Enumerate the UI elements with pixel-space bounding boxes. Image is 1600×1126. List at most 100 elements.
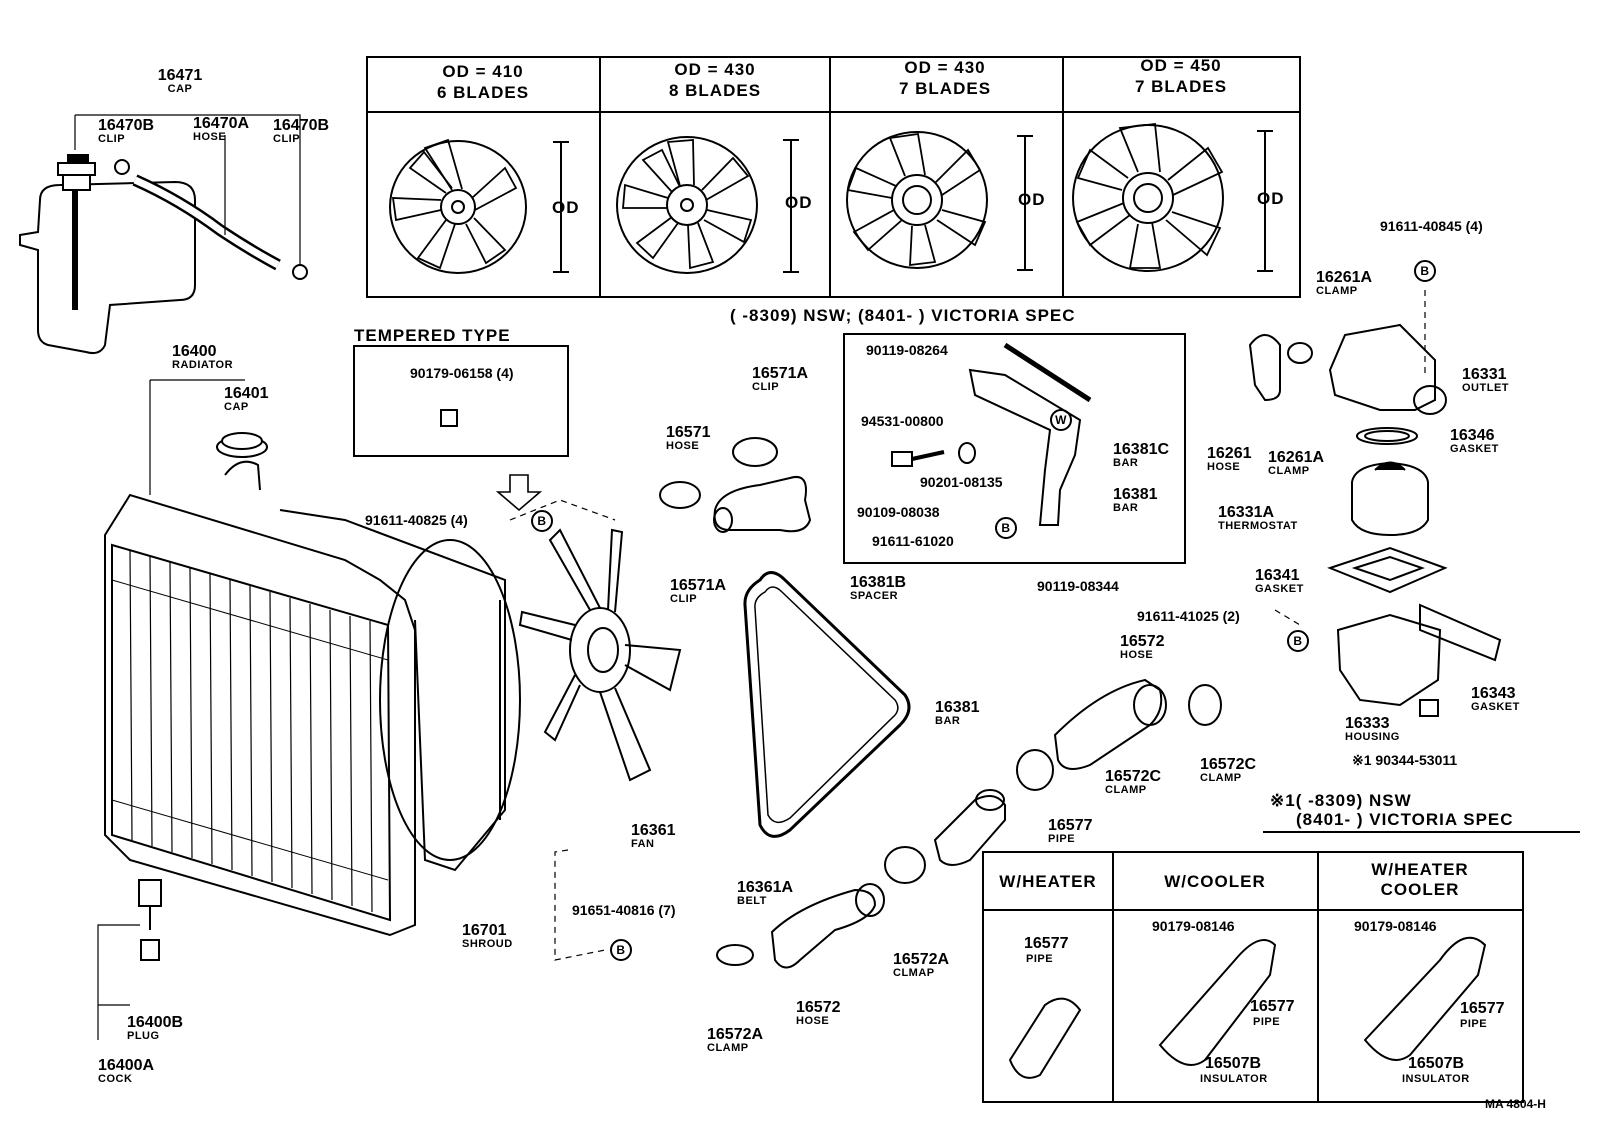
option-part: 16577	[1024, 935, 1069, 952]
option-part-name: PIPE	[1460, 1018, 1488, 1030]
option-insulator: 16507B	[1408, 1055, 1465, 1072]
part-label-94531-00800: 94531-00800	[861, 413, 944, 429]
fan-option-blades: 7 BLADES	[898, 79, 992, 98]
od-dimension: OD	[785, 193, 813, 212]
option-nut: 90179-08146	[1354, 918, 1437, 934]
option-insulator-name: INSULATOR	[1200, 1073, 1268, 1085]
fan-7-blades-drawing	[846, 131, 1033, 271]
options-header-heater: W/HEATER	[999, 872, 1097, 891]
fan-option-table	[366, 56, 1301, 298]
part-label-90344-53011: ※1 90344-53011	[1352, 752, 1458, 768]
belt-drawing	[743, 571, 911, 838]
option-insulator-name: INSULATOR	[1402, 1073, 1470, 1085]
option-part: 16577	[1460, 1000, 1505, 1017]
part-label-91611-40825: 91611-40825 (4)	[365, 512, 468, 528]
spec-title: ( -8309) NSW; (8401- ) VICTORIA SPEC	[730, 306, 1076, 325]
bolt-ref-letter: B	[1001, 521, 1011, 535]
callout-lines	[74, 114, 1426, 1040]
part-label-91611-40845: 91611-40845 (4)	[1380, 218, 1483, 234]
tempered-title: TEMPERED TYPE	[354, 326, 511, 345]
part-label-90119-08344: 90119-08344	[1037, 578, 1119, 594]
fan-8-blades-drawing	[616, 136, 799, 274]
options-table	[982, 831, 1580, 1103]
reservoir-tank-drawing	[19, 154, 308, 355]
part-label-91611-41025: 91611-41025 (2)	[1137, 608, 1240, 624]
fan-option-blades: 8 BLADES	[668, 81, 762, 100]
fan-option-od: OD = 450	[1140, 56, 1222, 75]
part-label-91611-61020: 91611-61020	[872, 533, 954, 549]
spec-box	[843, 333, 1186, 564]
lower-hoses-drawing	[716, 678, 1222, 969]
bolt-ref-letter: B	[537, 514, 547, 528]
option-insulator: 16507B	[1205, 1055, 1262, 1072]
shroud-drawing	[279, 509, 521, 872]
option-part-name: PIPE	[1026, 953, 1054, 965]
fan-option-od: OD = 430	[904, 58, 986, 77]
part-label-91651-40816: 91651-40816 (7)	[572, 902, 676, 918]
options-header-cooler: W/COOLER	[1164, 872, 1266, 891]
diagram-code: MA 4804-H	[1485, 1097, 1546, 1111]
bolt-ref-letter: B	[1420, 264, 1430, 278]
od-dimension: OD	[1257, 189, 1285, 208]
fan-option-blades: 7 BLADES	[1134, 77, 1228, 96]
option-part-name: PIPE	[1253, 1016, 1281, 1028]
od-dimension: OD	[1018, 190, 1046, 209]
part-label-90119-08264: 90119-08264	[866, 342, 948, 358]
bolt-ref-markers	[531, 260, 1436, 961]
thermostat-assembly-drawing	[1248, 323, 1502, 717]
fan-6-blades-drawing	[389, 138, 569, 274]
note-line1: ※1( -8309) NSW	[1270, 791, 1412, 810]
fan-option-od: OD = 430	[674, 60, 756, 79]
bolt-ref-letter: B	[616, 943, 626, 957]
part-label-90201-08135: 90201-08135	[920, 474, 1003, 490]
washer-ref-letter: W	[1055, 413, 1067, 427]
fan-drawing	[518, 528, 682, 782]
tempered-part: 90179-06158 (4)	[410, 365, 514, 381]
note-line2: (8401- ) VICTORIA SPEC	[1296, 810, 1514, 829]
options-header-heater-cooler: W/HEATER COOLER	[1371, 860, 1469, 900]
fan-option-od: OD = 410	[442, 62, 524, 81]
bolt-ref-letter: B	[1293, 634, 1303, 648]
fan-7-blades-large-drawing	[1072, 123, 1273, 272]
fan-option-blades: 6 BLADES	[436, 83, 530, 102]
option-nut: 90179-08146	[1152, 918, 1235, 934]
od-dimension: OD	[552, 198, 580, 217]
option-part: 16577	[1250, 998, 1295, 1015]
part-label-90109-08038: 90109-08038	[857, 504, 940, 520]
